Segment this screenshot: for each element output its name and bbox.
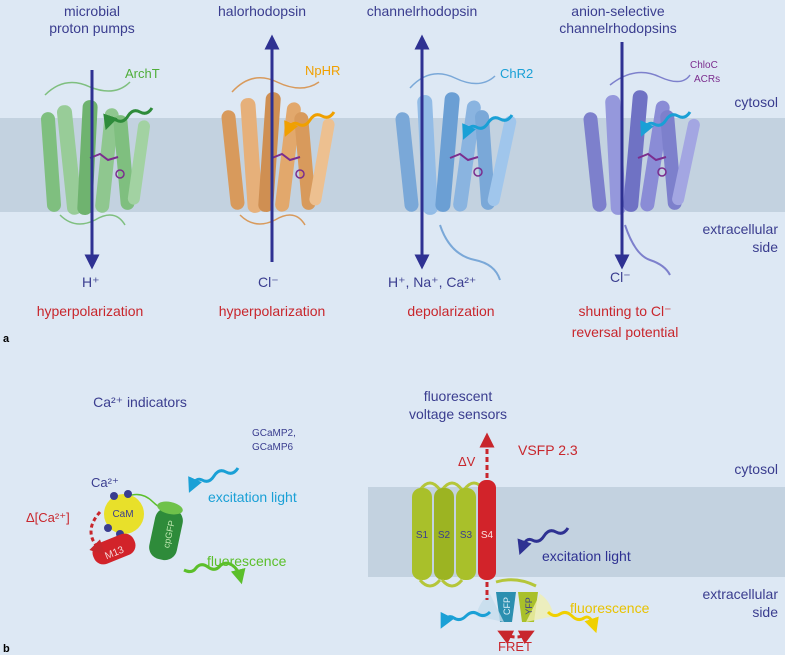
chr2-light-arrow (462, 114, 514, 140)
panel-label-b: b (3, 643, 10, 655)
segment-s2 (434, 488, 454, 580)
chr2-label: ChR2 (500, 66, 533, 81)
ca-fluorescence-label: fluorescence (207, 553, 287, 569)
segment-s1 (412, 488, 432, 580)
archt-protein (41, 81, 151, 226)
segment-s3-label: S3 (460, 530, 473, 541)
segment-s3 (456, 488, 476, 580)
acr-label-chloc: ChloC (690, 60, 718, 71)
segment-s4 (478, 480, 496, 580)
vs-cyan-emission-arrow (440, 610, 492, 629)
vs-yellow-emission-arrow (546, 610, 599, 634)
nphr-effect: hyperpolarization (219, 303, 326, 319)
vs-fluorescence-label: fluorescence (570, 600, 650, 616)
panel-label-a: a (3, 333, 10, 345)
acr-effect-1: shunting to Cl⁻ (579, 303, 672, 319)
ca-excitation-label: excitation light (208, 489, 297, 505)
cfp-barrel (496, 592, 516, 622)
nphr-label: NpHR (305, 63, 340, 78)
title-halorhodopsin: halorhodopsin (218, 3, 306, 19)
extracellular-label-a-1: extracellular (703, 221, 779, 237)
vsfp-label: VSFP 2.3 (518, 442, 578, 458)
title-proton-pumps-1: microbial (64, 3, 120, 19)
segment-s1-label: S1 (416, 530, 429, 541)
delta-ca-label: Δ[Ca²⁺] (26, 510, 70, 525)
vs-excitation-arrow (517, 527, 570, 556)
extracellular-label-b-1: extracellular (703, 586, 779, 602)
ca-fluorescence-arrow (183, 561, 246, 585)
vs-excitation-label: excitation light (542, 548, 631, 564)
extracellular-label-a-2: side (752, 239, 778, 255)
delta-v-label: ΔV (458, 454, 476, 469)
chr2-ion: H⁺, Na⁺, Ca²⁺ (388, 274, 476, 290)
nphr-ion: Cl⁻ (258, 274, 279, 290)
archt-label: ArchT (125, 66, 160, 81)
acr-ion: Cl⁻ (610, 269, 631, 285)
voltage-sensors-title-1: fluorescent (424, 388, 493, 404)
acr-light-arrow (640, 111, 692, 137)
m13-domain (92, 533, 136, 565)
cytosol-label-b: cytosol (734, 461, 778, 477)
cfp-label: CFP (502, 597, 512, 615)
archt-effect: hyperpolarization (37, 303, 144, 319)
gcamp-label-2: GCaMP6 (252, 442, 294, 453)
extracellular-label-b-2: side (752, 604, 778, 620)
archt-light-arrow (103, 107, 154, 131)
ca-ion-label: Ca²⁺ (91, 475, 119, 490)
yfp-label: YFP (524, 597, 534, 615)
title-acr-2: channelrhodopsins (559, 20, 677, 36)
gcamp-sensor (92, 490, 183, 565)
title-proton-pumps-2: proton pumps (49, 20, 135, 36)
gcamp-label-1: GCaMP2, (252, 428, 296, 439)
archt-ion: H⁺ (82, 274, 100, 290)
segment-s4-label: S4 (481, 530, 494, 541)
ca-indicators-title: Ca²⁺ indicators (93, 394, 187, 410)
nphr-light-arrow (284, 111, 336, 137)
title-channelrhodopsin: channelrhodopsin (367, 3, 478, 19)
title-acr-1: anion-selective (571, 3, 665, 19)
cpgfp-barrel (149, 507, 183, 561)
segment-s2-label: S2 (438, 530, 451, 541)
vsfp-sensor (412, 480, 554, 622)
fret-label: FRET (498, 639, 532, 654)
delta-ca-arrow (89, 510, 106, 556)
chr2-effect: depolarization (407, 303, 494, 319)
voltage-sensors-title-2: voltage sensors (409, 406, 507, 422)
cytosol-label-a: cytosol (734, 94, 778, 110)
acr-label-acrs: ACRs (694, 74, 720, 85)
acr-effect-2: reversal potential (572, 324, 679, 340)
cam-domain (104, 494, 144, 534)
cam-label: CaM (112, 509, 133, 520)
fret-arrow (497, 630, 535, 645)
ca-excitation-arrow (188, 467, 240, 493)
